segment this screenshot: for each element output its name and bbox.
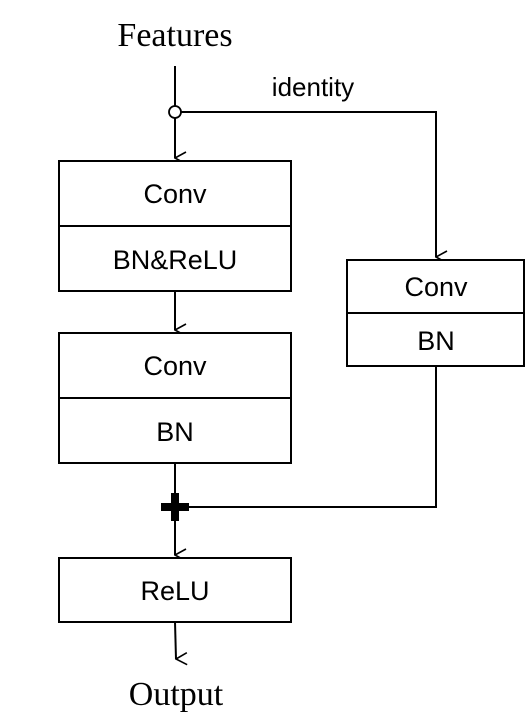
shortcut-top-label: Conv bbox=[404, 272, 468, 302]
branch-node bbox=[168, 105, 182, 119]
block2-bottom-label: BN bbox=[156, 417, 194, 447]
shortcut-edge bbox=[181, 111, 436, 257]
shortcut-block: Conv BN bbox=[346, 259, 525, 367]
input-label: Features bbox=[117, 17, 232, 54]
edge-relu-output bbox=[174, 621, 176, 659]
relu-label: ReLU bbox=[140, 576, 209, 606]
block1-top-label: Conv bbox=[143, 179, 207, 209]
block1-bottom-label: BN&ReLU bbox=[113, 245, 238, 275]
edge-shortcut-sum bbox=[175, 366, 437, 508]
block2: Conv BN bbox=[58, 332, 292, 464]
relu-block: ReLU bbox=[58, 557, 292, 623]
block1: Conv BN&ReLU bbox=[58, 160, 292, 292]
identity-label: identity bbox=[272, 72, 354, 102]
add-node bbox=[161, 493, 189, 521]
relu-box bbox=[58, 557, 292, 623]
shortcut-bottom-label: BN bbox=[417, 326, 455, 356]
block2-top-label: Conv bbox=[143, 351, 207, 381]
output-label: Output bbox=[129, 676, 224, 713]
